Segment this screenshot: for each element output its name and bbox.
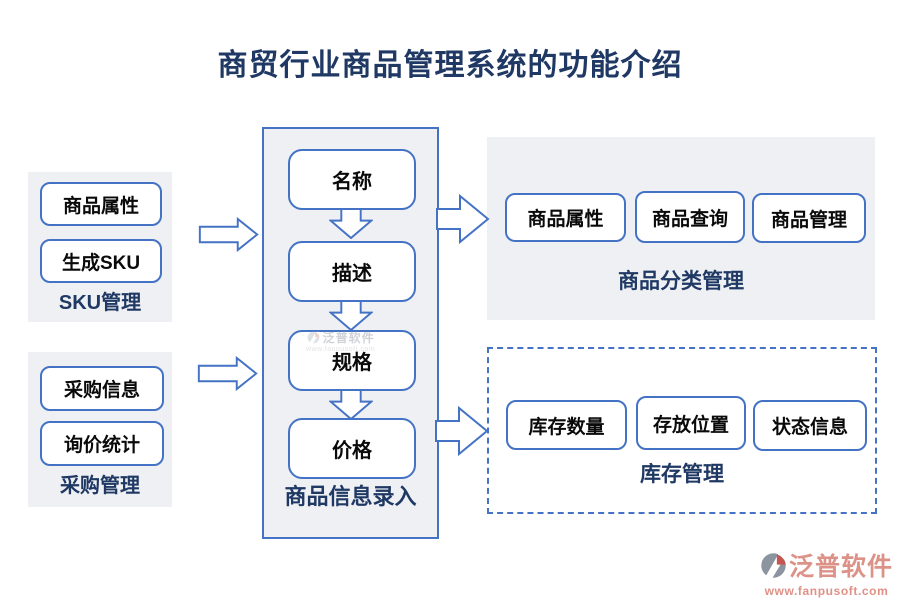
- node-step-specification: 规格: [288, 330, 416, 391]
- group-product-category-management: 商品属性 商品查询 商品管理 商品分类管理: [487, 137, 875, 320]
- arrow-right-icon: [198, 217, 260, 252]
- node-product-attributes-right: 商品属性: [505, 193, 626, 242]
- arrow-right-icon: [436, 193, 490, 245]
- group-purchase-management: 采购信息 询价统计 采购管理: [28, 352, 172, 507]
- arrow-right-icon: [197, 356, 259, 391]
- node-step-name: 名称: [288, 149, 416, 210]
- group-label-purchase: 采购管理: [60, 475, 140, 497]
- node-step-description: 描述: [288, 241, 416, 302]
- group-label-category: 商品分类管理: [618, 270, 744, 293]
- node-step-price: 价格: [288, 418, 416, 479]
- footer-brand-name: 泛普软件: [789, 553, 894, 581]
- group-product-info-entry: 名称 描述 规格 价格 商品信息录入: [262, 127, 439, 539]
- footer-brand: 泛普软件 www.fanpusoft.com: [760, 547, 893, 598]
- arrow-right-icon: [435, 404, 489, 458]
- footer-url: www.fanpusoft.com: [764, 584, 889, 598]
- node-storage-location: 存放位置: [636, 396, 746, 450]
- arrow-down-icon: [329, 300, 373, 331]
- node-stock-quantity: 库存数量: [506, 400, 627, 450]
- node-inquiry-statistics: 询价统计: [40, 421, 164, 466]
- group-label-product-info-entry: 商品信息录入: [284, 484, 417, 509]
- fanpu-logo-icon: [760, 552, 787, 579]
- group-inventory-management: 库存数量 存放位置 状态信息 库存管理: [487, 347, 877, 514]
- node-status-info: 状态信息: [753, 400, 867, 451]
- group-label-sku: SKU管理: [58, 292, 142, 314]
- group-label-inventory: 库存管理: [640, 463, 724, 486]
- group-sku-management: 商品属性 生成SKU SKU管理: [28, 172, 172, 322]
- node-product-management: 商品管理: [752, 193, 866, 243]
- node-generate-sku: 生成SKU: [40, 239, 162, 283]
- node-purchase-info: 采购信息: [40, 366, 164, 411]
- page-title: 商贸行业商品管理系统的功能介绍: [217, 49, 683, 82]
- arrow-down-icon: [329, 389, 373, 420]
- node-product-attributes: 商品属性: [40, 182, 162, 226]
- arrow-down-icon: [329, 208, 373, 239]
- node-product-query: 商品查询: [635, 191, 745, 243]
